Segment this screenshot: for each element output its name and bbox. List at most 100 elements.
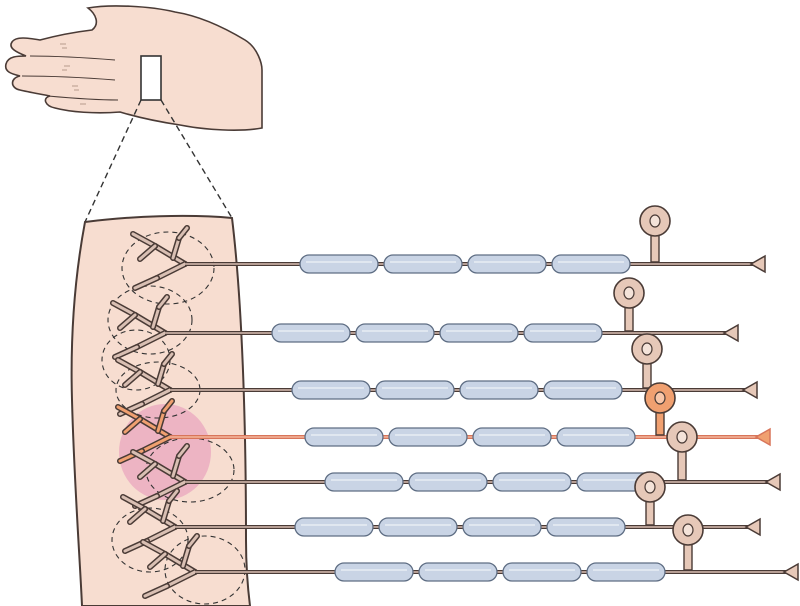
dendrite-branch-inner — [163, 552, 197, 574]
neuron-stalk — [655, 411, 665, 436]
myelin-sheath — [299, 254, 379, 274]
dendrite-branch-inner — [157, 295, 169, 309]
dendrite-branch-inner — [162, 399, 174, 413]
dendrite-branch-inner — [177, 226, 189, 240]
dendrite-branch-inner — [156, 409, 166, 433]
myelin-sheath — [304, 427, 384, 447]
myelin-sheath — [492, 472, 572, 492]
dendrite-branch-inner — [131, 450, 157, 466]
neuron-nucleus — [654, 391, 666, 405]
dendrite-branch-inner — [151, 305, 161, 329]
myelin-sheath — [271, 323, 351, 343]
dendrite-branch-inner — [141, 540, 167, 556]
myelin-sheath — [543, 380, 623, 400]
dendrite-branch-inner — [121, 495, 147, 511]
myelin-sheath — [408, 472, 488, 492]
myelin-sheath — [355, 323, 435, 343]
sensory-neuron-icon — [644, 382, 676, 436]
myelin-sheath — [294, 517, 374, 537]
neuron-nucleus — [641, 342, 653, 356]
neuron-nucleus — [676, 430, 688, 444]
neuron-stalk — [677, 450, 687, 481]
myelin-sheath — [375, 380, 455, 400]
myelin-sheath — [291, 380, 371, 400]
dendrite-branch-inner — [133, 313, 167, 335]
axon-terminal — [749, 254, 766, 274]
dendrite-branch-inner — [177, 444, 189, 458]
dendrite-branch-inner — [140, 388, 172, 406]
dendrite-branch-inner — [187, 534, 199, 548]
myelin-sheath — [324, 472, 404, 492]
dendrite-branch-inner — [153, 462, 187, 484]
neuron-stalk — [683, 543, 693, 571]
myelin-sheath — [551, 254, 631, 274]
dendrite-branch-inner — [148, 552, 167, 569]
sensory-neuron-icon — [639, 205, 671, 263]
dendrite-branch-inner — [143, 584, 169, 598]
dendrite-branch-inner — [116, 405, 142, 421]
myelin-sheath — [439, 323, 519, 343]
dendrite-branch-inner — [138, 370, 172, 392]
dendrite-branch-inner — [116, 358, 142, 374]
dendrite-branch-inner — [135, 331, 167, 349]
sensory-neuron-icon — [666, 421, 698, 481]
myelin-sheath — [383, 254, 463, 274]
neuron-stalk — [624, 306, 634, 332]
myelin-sheath — [334, 562, 414, 582]
myelin-sheath — [378, 517, 458, 537]
dendrite-branch-inner — [155, 480, 187, 498]
dendrite-branch-inner — [167, 489, 179, 503]
myelin-sheath — [467, 254, 547, 274]
dendrite-branch-inner — [162, 352, 174, 366]
neuron-stalk — [645, 500, 655, 526]
dendrite-branch-inner — [138, 244, 157, 261]
dendrite-branch-inner — [128, 507, 147, 524]
dendrite-branch-inner — [113, 345, 139, 359]
neuron-nucleus — [682, 523, 694, 537]
zoom-line-left — [84, 99, 142, 223]
skin-patch-marker — [140, 55, 162, 101]
axon-terminal — [741, 380, 758, 400]
dendrite-branch-inner — [140, 435, 172, 453]
dendrite-branch-inner — [138, 462, 157, 479]
axon-terminal — [782, 562, 799, 582]
axon-terminal — [722, 323, 739, 343]
myelin-sheath — [502, 562, 582, 582]
neuron-nucleus — [644, 480, 656, 494]
neuron-nucleus — [649, 214, 661, 228]
dendrite-branch-inner — [111, 301, 137, 317]
myelin-sheath — [556, 427, 636, 447]
myelin-sheath — [546, 517, 626, 537]
dendrite-branch-inner — [138, 417, 172, 439]
dendrite-branch-inner — [156, 362, 166, 386]
myelin-sheath — [462, 517, 542, 537]
myelin-sheath — [523, 323, 603, 343]
sensory-neuron-icon — [672, 514, 704, 571]
dendrite-branch-inner — [171, 236, 181, 260]
receptive-field-outline — [107, 285, 193, 355]
axon-terminal — [764, 472, 781, 492]
dendrite-branch-inner — [118, 313, 137, 330]
neuron-nucleus — [623, 286, 635, 300]
neuron-stalk — [642, 362, 652, 389]
myelin-sheath — [586, 562, 666, 582]
sensory-neuron-icon — [631, 333, 663, 389]
hand-icon — [4, 5, 263, 131]
dendrite-branch-inner — [165, 570, 197, 588]
dendrite-branch-inner — [145, 525, 177, 543]
zoom-line-right — [160, 99, 233, 219]
myelin-sheath — [418, 562, 498, 582]
myelin-sheath — [459, 380, 539, 400]
neuron-stalk — [650, 234, 660, 263]
dendrite-branch-inner — [123, 370, 142, 387]
dendrite-branch-inner — [155, 262, 187, 280]
dendrite-branch-inner — [123, 417, 142, 434]
dendrite-branch-inner — [133, 276, 159, 290]
axon-terminal — [744, 517, 761, 537]
sensory-neuron-icon — [634, 471, 666, 526]
sensory-neuron-icon — [613, 277, 645, 332]
myelin-sheath — [388, 427, 468, 447]
dendrite-branch-inner — [161, 499, 171, 523]
dendrite-branch-inner — [131, 232, 157, 248]
